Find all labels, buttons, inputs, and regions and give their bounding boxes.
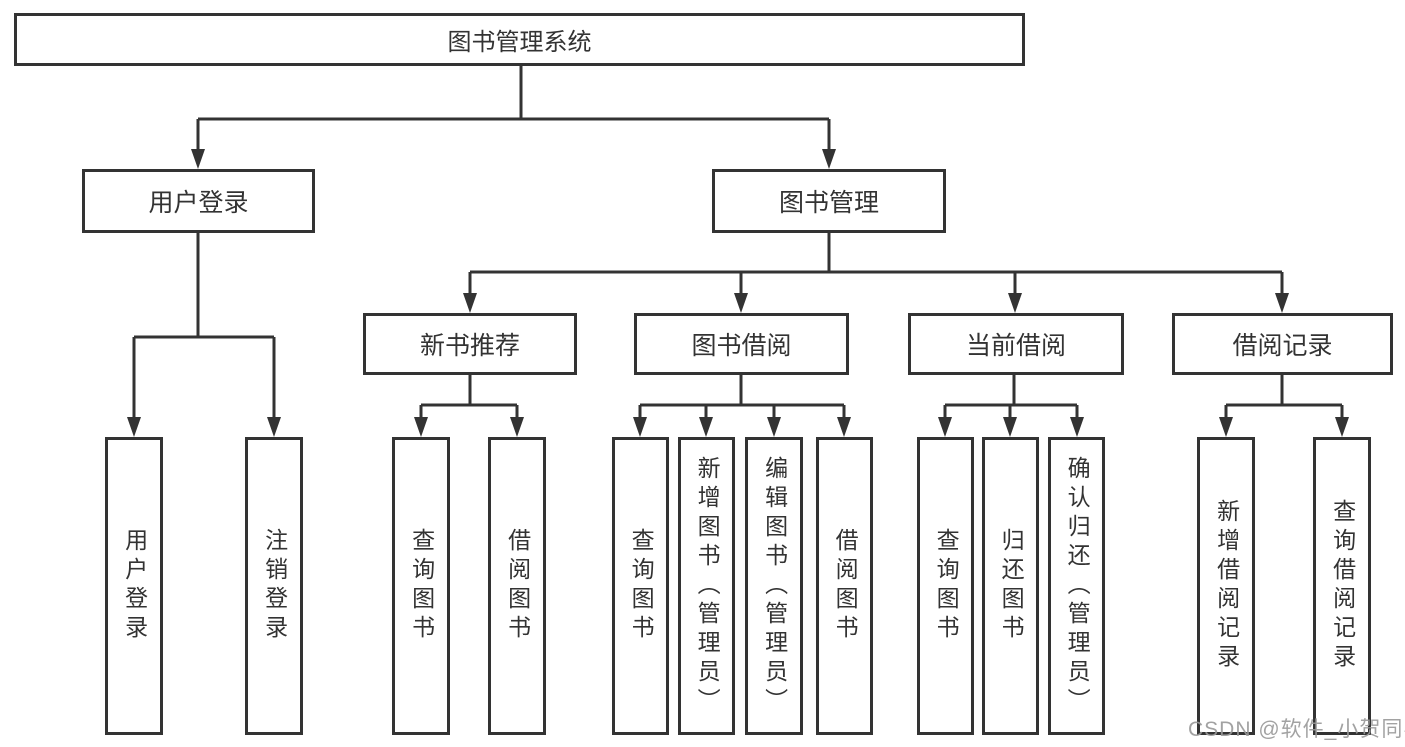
leaf-nb-query-books-label: 查询图书: [408, 528, 435, 644]
leaf-bb-borrow-books: 借阅图书: [816, 437, 873, 735]
leaf-cb-confirm-return-admin: 确认归还（管理员）: [1048, 437, 1105, 735]
connector-bookmgmt-to-level2: [468, 233, 1284, 295]
leaf-nb-query-books: 查询图书: [392, 437, 450, 735]
node-user-login-label: 用户登录: [148, 189, 249, 217]
leaf-nb-borrow-books: 借阅图书: [488, 437, 546, 735]
node-user-login: 用户登录: [82, 169, 315, 233]
arrowhead: [938, 417, 952, 437]
leaf-cb-return-book-label: 归还图书: [998, 528, 1025, 644]
leaf-bb-edit-book-admin-label: 编辑图书（管理员）: [761, 455, 788, 717]
arrowhead: [267, 417, 281, 437]
node-new-book-recommendation: 新书推荐: [363, 313, 577, 375]
arrowhead: [127, 417, 141, 437]
leaf-bb-query-books: 查询图书: [612, 437, 669, 735]
arrowhead: [1275, 293, 1289, 313]
arrowhead: [1335, 417, 1349, 437]
leaf-br-add-record: 新增借阅记录: [1197, 437, 1255, 735]
leaf-logout: 注销登录: [245, 437, 303, 735]
connector-userlogin-to-leaves: [132, 233, 276, 419]
node-current-borrowing-label: 当前借阅: [965, 332, 1066, 360]
node-system-root-label: 图书管理系统: [447, 29, 592, 56]
leaf-bb-add-book-admin: 新增图书（管理员）: [678, 437, 735, 735]
arrowheads: [127, 149, 1349, 437]
node-book-borrowing-label: 图书借阅: [691, 332, 792, 360]
node-new-book-recommendation-label: 新书推荐: [419, 332, 520, 360]
arrowhead: [463, 293, 477, 313]
leaf-user-login-label: 用户登录: [121, 528, 148, 644]
node-book-borrowing: 图书借阅: [634, 313, 849, 375]
node-book-management: 图书管理: [712, 169, 946, 233]
node-borrowing-records: 借阅记录: [1172, 313, 1393, 375]
arrowhead: [414, 417, 428, 437]
arrowhead: [633, 417, 647, 437]
leaf-bb-add-book-admin-label: 新增图书（管理员）: [694, 455, 721, 717]
arrowhead: [837, 417, 851, 437]
connector-records-to-leaves: [1224, 375, 1344, 419]
leaf-bb-borrow-books-label: 借阅图书: [832, 528, 859, 644]
arrowhead: [191, 149, 205, 169]
connector-currentborrow-to-leaves: [943, 375, 1079, 419]
arrowhead: [1219, 417, 1233, 437]
node-system-root: 图书管理系统: [14, 13, 1025, 66]
arrowhead: [510, 417, 524, 437]
arrowhead: [1070, 417, 1084, 437]
leaf-br-query-record: 查询借阅记录: [1313, 437, 1371, 735]
leaf-cb-query-books-label: 查询图书: [933, 528, 960, 644]
leaf-cb-return-book: 归还图书: [982, 437, 1039, 735]
leaf-br-add-record-label: 新增借阅记录: [1213, 499, 1240, 673]
arrowhead: [1003, 417, 1017, 437]
leaf-bb-edit-book-admin: 编辑图书（管理员）: [745, 437, 803, 735]
leaf-cb-query-books: 查询图书: [917, 437, 974, 735]
arrowhead: [699, 417, 713, 437]
arrowhead: [1008, 293, 1022, 313]
connector-bookborrow-to-leaves: [638, 375, 846, 419]
node-borrowing-records-label: 借阅记录: [1232, 332, 1333, 360]
leaf-cb-confirm-return-admin-label: 确认归还（管理员）: [1064, 455, 1091, 717]
leaf-user-login: 用户登录: [105, 437, 163, 735]
arrowhead: [734, 293, 748, 313]
node-current-borrowing: 当前借阅: [908, 313, 1124, 375]
leaf-bb-query-books-label: 查询图书: [628, 528, 655, 644]
connector-newbook-to-leaves: [419, 375, 519, 419]
csdn-watermark: CSDN @软件_小贺同学: [1188, 718, 1405, 741]
connector-root-to-level1: [196, 66, 831, 151]
leaf-nb-borrow-books-label: 借阅图书: [504, 528, 531, 644]
node-book-management-label: 图书管理: [778, 189, 879, 217]
arrowhead: [767, 417, 781, 437]
leaf-br-query-record-label: 查询借阅记录: [1329, 499, 1356, 673]
arrowhead: [822, 149, 836, 169]
leaf-logout-label: 注销登录: [261, 528, 288, 644]
